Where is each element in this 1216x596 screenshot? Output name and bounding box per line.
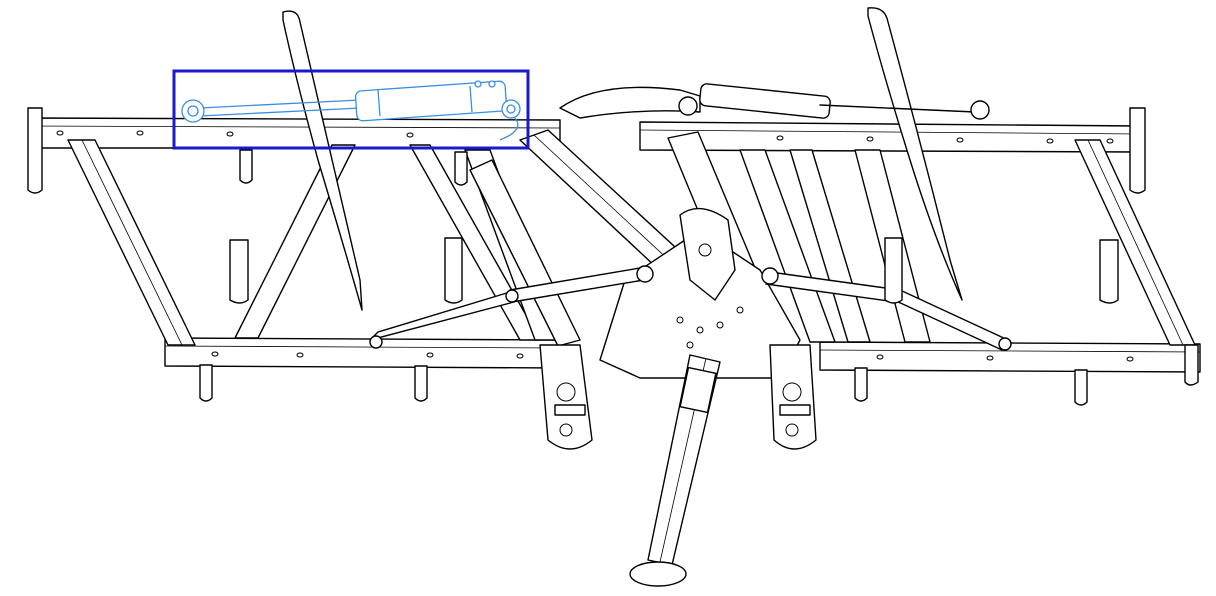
shank-brackets [27, 107, 1199, 406]
hydraulic-cylinder-highlighted[interactable] [181, 80, 521, 141]
center-diagonal-tubes [469, 129, 761, 347]
hitch-clevis-left [539, 344, 593, 450]
upper-frame-beam [29, 117, 1141, 153]
parking-stand [629, 354, 721, 587]
lower-frame-beam [164, 337, 1201, 373]
hitch-clevis-right [769, 344, 817, 450]
hydraulic-cylinder-right [678, 83, 990, 120]
tine-arch-right [867, 7, 963, 301]
part-selection-box [172, 69, 530, 150]
